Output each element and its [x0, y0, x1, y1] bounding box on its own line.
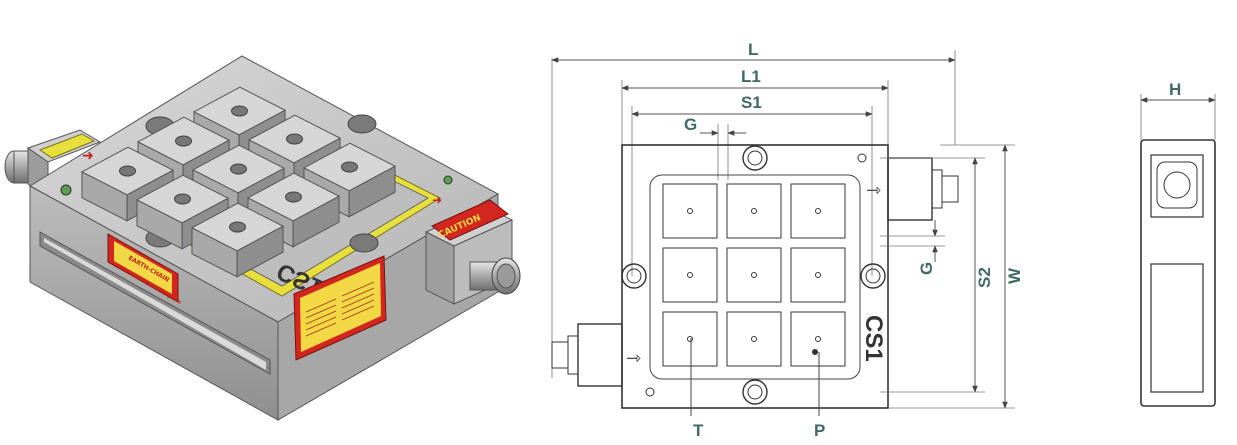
pole-hole — [687, 272, 693, 278]
top-view-holes — [621, 145, 886, 405]
pole-block — [190, 202, 285, 278]
label-H: H — [1169, 80, 1181, 99]
top-view-module-label: CS1 — [860, 315, 887, 362]
pole-square — [790, 247, 846, 303]
pole-hole — [815, 336, 821, 342]
pole-field — [649, 174, 861, 380]
arrow-right-icon: ⇾ — [866, 180, 881, 200]
dim-G-top — [700, 124, 746, 180]
dim-G-vertical — [880, 220, 945, 262]
label-W: W — [1005, 267, 1024, 284]
pole-hole — [751, 208, 757, 214]
pole-hole — [815, 272, 821, 278]
label-S1: S1 — [741, 93, 762, 112]
label-S2: S2 — [975, 267, 994, 288]
pole-hole — [687, 336, 693, 342]
arrow-right-icon: ⇾ — [626, 348, 641, 368]
pole-blocks — [80, 86, 397, 278]
side-view: H — [1140, 80, 1216, 407]
arrow-right-icon: ➜ — [82, 147, 94, 163]
pole-square — [790, 311, 846, 367]
label-G-horizontal: G — [684, 115, 697, 134]
label-P: P — [814, 421, 825, 440]
right-connector: CAUTION — [424, 199, 521, 305]
caution-plate-front — [293, 255, 387, 361]
side-view-window — [1150, 263, 1204, 393]
pole-square — [662, 247, 718, 303]
label-G-vertical: G — [917, 262, 936, 275]
top-view: L L1 S1 G ⇾ ⇾ — [551, 40, 1024, 440]
top-view-pole-grid — [662, 183, 846, 367]
pole-square — [726, 311, 782, 367]
dim-L1 — [621, 80, 889, 145]
dim-S1 — [631, 106, 873, 276]
label-L: L — [748, 40, 758, 59]
pole-hole — [687, 208, 693, 214]
dim-S2 — [880, 157, 985, 393]
top-view-left-connector — [551, 323, 623, 387]
isometric-view: CS1 EARTH-CHAIN Permanent Electro Magnet… — [4, 55, 521, 421]
dim-W — [888, 144, 1015, 409]
top-view-right-connector — [887, 157, 959, 221]
side-view-body — [1140, 139, 1216, 407]
arrow-right-icon: ➜ — [432, 193, 442, 207]
pole-square — [662, 311, 718, 367]
pole-hole — [815, 208, 821, 214]
pole-square — [790, 183, 846, 239]
label-L1: L1 — [741, 67, 761, 86]
pole-hole — [751, 272, 757, 278]
label-T: T — [693, 421, 704, 440]
pole-square — [726, 183, 782, 239]
pole-square — [662, 183, 718, 239]
pole-square — [726, 247, 782, 303]
dim-L — [551, 50, 956, 378]
marker-lines — [690, 338, 820, 416]
pole-hole — [751, 336, 757, 342]
